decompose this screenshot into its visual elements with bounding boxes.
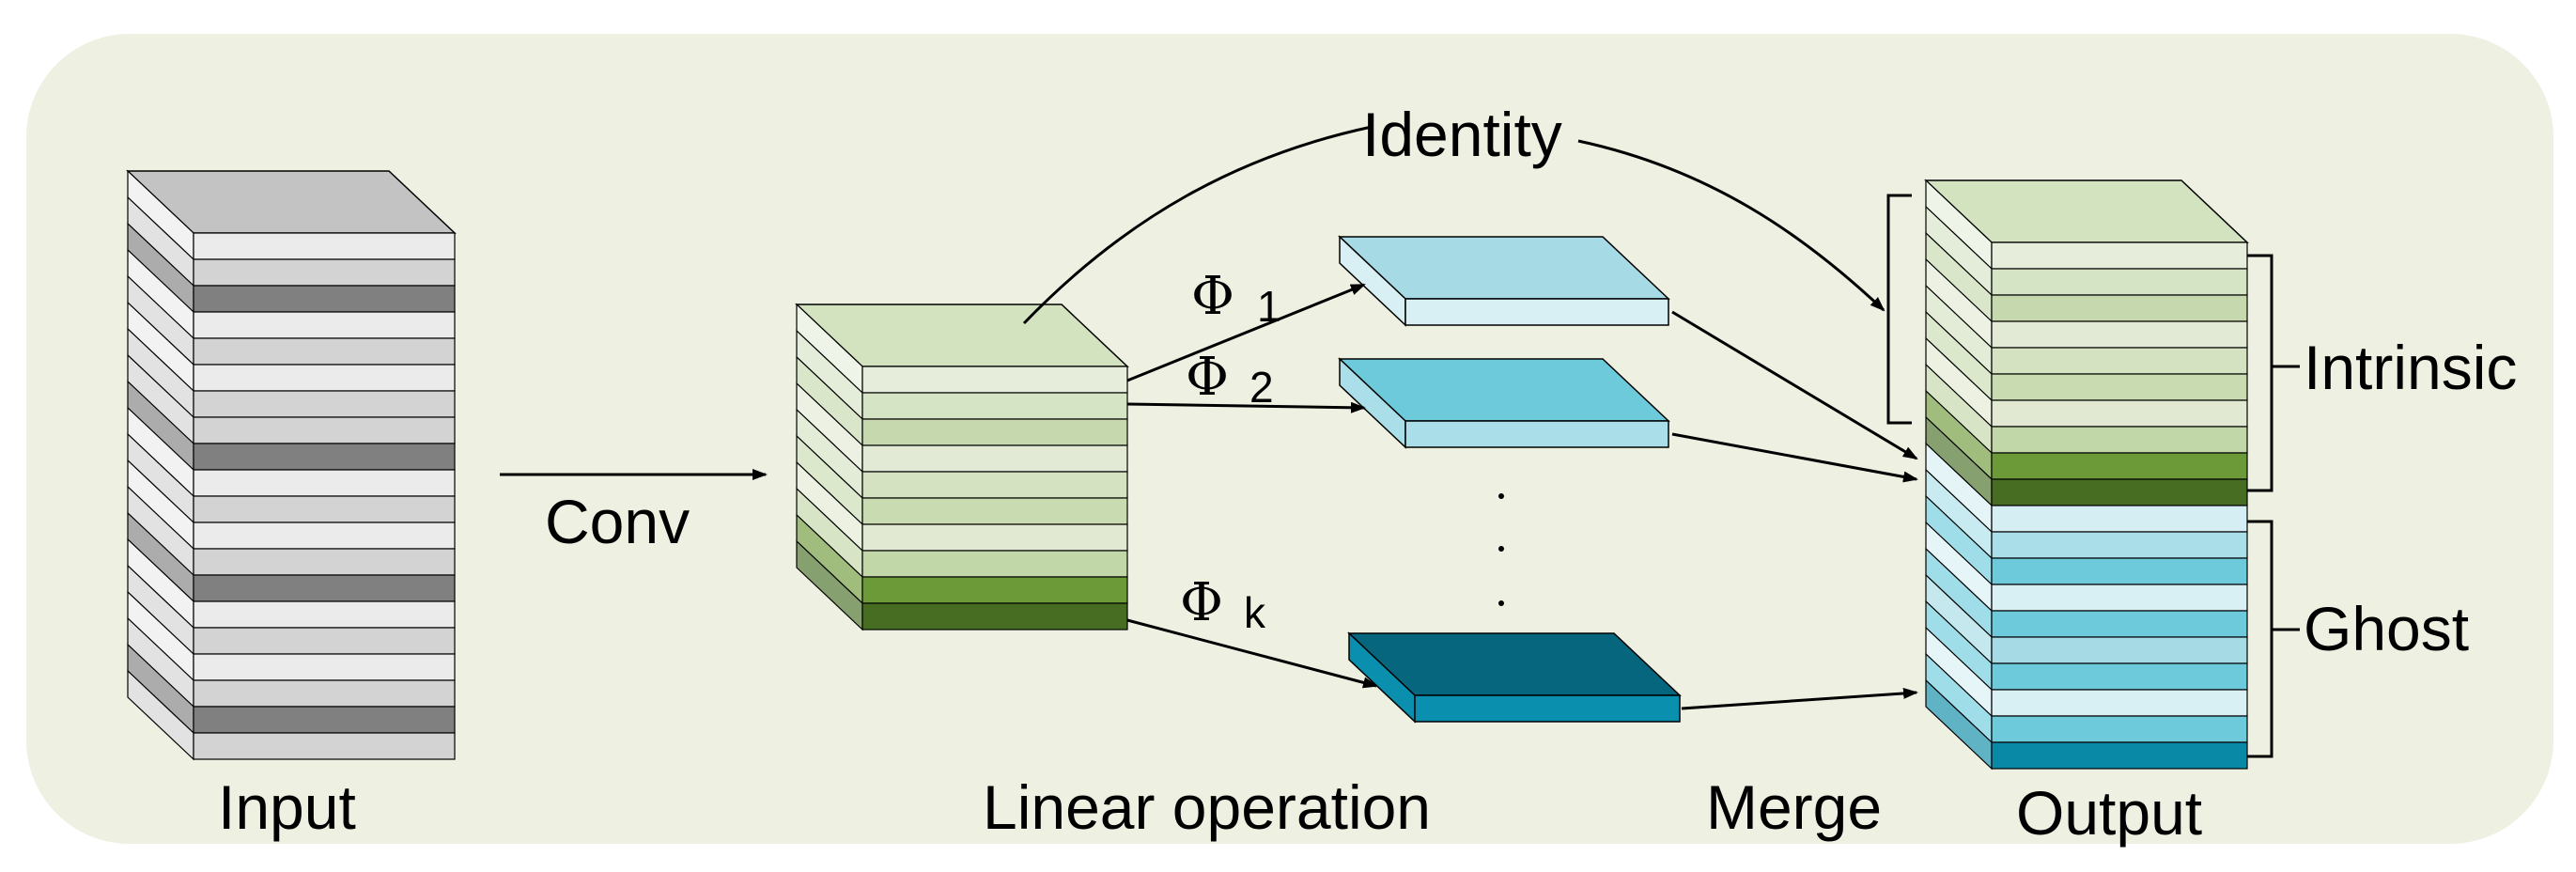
input-stack-layer <box>193 679 456 708</box>
output-stack-layer <box>1991 426 2248 454</box>
intrinsic-stack-layer <box>861 444 1128 473</box>
intrinsic-stack-layer <box>861 497 1128 525</box>
input-stack-layer <box>193 495 456 523</box>
phi2-symbol: Φ <box>1186 347 1229 408</box>
identity-label: Identity <box>1362 100 1562 169</box>
input-stack-layer <box>193 364 456 392</box>
ghost1-merge-arrow <box>1671 310 1918 460</box>
output-stack-layer <box>1991 294 2248 322</box>
diagram-background <box>26 34 2553 844</box>
output-feature-map-stack <box>1924 179 2249 771</box>
input-feature-map-stack <box>126 169 457 761</box>
intrinsic-label: Intrinsic <box>2304 333 2517 402</box>
input-stack-layer <box>193 706 456 734</box>
input-stack-layer <box>193 732 456 760</box>
phi2-arrow <box>1126 401 1366 413</box>
intrinsic-stack-layer <box>861 576 1128 604</box>
connections <box>500 125 2300 758</box>
intrinsic-stack-layer <box>861 471 1128 499</box>
linear-operation-maps <box>1338 235 1682 724</box>
output-stack-layer <box>1991 715 2248 743</box>
output-stack-layer <box>1991 557 2248 585</box>
output-stack-layer <box>1991 662 2248 691</box>
input-stack-layer <box>193 469 456 497</box>
linear-operation-label: Linear operation <box>983 772 1431 842</box>
input-label: Input <box>218 772 356 842</box>
output-stack-layer <box>1991 610 2248 638</box>
input-stack-layer <box>193 548 456 576</box>
input-stack-layer <box>193 258 456 287</box>
intrinsic-stack-layer <box>861 366 1128 394</box>
output-stack-layer <box>1991 399 2248 428</box>
input-stack-layer <box>193 311 456 339</box>
intrinsic-bracket <box>2247 254 2273 492</box>
phi2-subscript: 2 <box>1249 363 1274 412</box>
input-stack-layer <box>193 653 456 681</box>
phi1-subscript: 1 <box>1257 282 1281 331</box>
input-stack-layer <box>193 416 456 444</box>
phik-subscript: k <box>1244 588 1266 637</box>
input-stack-layer <box>193 627 456 655</box>
input-stack-layer <box>193 522 456 550</box>
output-stack-layer <box>1991 584 2248 612</box>
merge-label: Merge <box>1706 772 1882 842</box>
conv-label: Conv <box>545 487 690 556</box>
phik-arrow <box>1126 618 1378 689</box>
output-stack-layer <box>1991 636 2248 664</box>
phi1-symbol: Φ <box>1191 266 1234 327</box>
ghostk-merge-arrow <box>1681 687 1918 710</box>
output-stack-layer <box>1991 268 2248 296</box>
output-stack-layer <box>1991 241 2248 270</box>
output-stack-layer <box>1991 452 2248 480</box>
intrinsic-stack-layer <box>861 550 1128 578</box>
output-label: Output <box>2016 778 2202 848</box>
ghost-map-2-front-face <box>1404 420 1669 448</box>
identity-curve-left <box>1022 125 1373 325</box>
ghost-label: Ghost <box>2304 594 2469 663</box>
ghost-bracket <box>2247 520 2273 758</box>
ghost-map-k-front-face <box>1414 694 1681 723</box>
output-stack-layer <box>1991 741 2248 770</box>
output-stack-layer <box>1991 531 2248 559</box>
output-left-bracket <box>1886 194 1912 425</box>
input-stack-layer <box>193 600 456 629</box>
intrinsic-stack-layer <box>861 602 1128 631</box>
intrinsic-stack-layer <box>861 418 1128 446</box>
input-stack-layer <box>193 232 456 260</box>
intrinsic-stack-layer <box>861 392 1128 420</box>
ghost-map-1-front-face <box>1404 298 1669 326</box>
output-stack-layer <box>1991 347 2248 375</box>
ellipsis-dots <box>1498 493 1504 606</box>
identity-curve-right <box>1577 139 1885 312</box>
input-stack-layer <box>193 337 456 366</box>
input-stack-layer <box>193 285 456 313</box>
phik-symbol: Φ <box>1180 572 1223 633</box>
output-stack-layer <box>1991 320 2248 349</box>
output-stack-layer <box>1991 478 2248 506</box>
output-stack-layer <box>1991 505 2248 533</box>
input-stack-layer <box>193 443 456 471</box>
ghost2-merge-arrow <box>1671 432 1918 483</box>
input-stack-layer <box>193 574 456 602</box>
input-stack-layer <box>193 390 456 418</box>
phi1-arrow <box>1126 283 1366 382</box>
output-stack-layer <box>1991 373 2248 401</box>
intrinsic-stack-layer <box>861 523 1128 552</box>
intrinsic-feature-map-stack <box>795 303 1129 631</box>
output-stack-layer <box>1991 689 2248 717</box>
